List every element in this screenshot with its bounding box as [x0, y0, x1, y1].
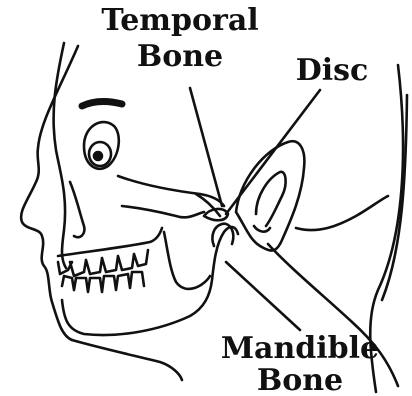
pupil	[94, 152, 102, 160]
mandible-ramus	[164, 232, 210, 289]
nasal-line	[70, 182, 84, 237]
throat-line	[72, 340, 182, 380]
ear-canal	[254, 226, 270, 232]
ear-inner	[256, 172, 286, 226]
face-profile	[21, 46, 78, 340]
temporal-bone-label-line1: Temporal	[101, 3, 258, 38]
mandible-bone-label-line2: Bone	[257, 363, 343, 396]
mandible-bone-label-line1: Mandible	[221, 331, 379, 366]
occipital-line	[296, 196, 388, 230]
maxilla	[58, 228, 162, 256]
cheekbone	[122, 206, 204, 217]
temporal-bone-label-line2: Bone	[137, 39, 223, 74]
brow-ridge	[82, 102, 122, 106]
temporal-bone-callout-line	[190, 88, 222, 206]
disc-callout-line	[226, 90, 320, 214]
eye-orbit	[84, 122, 119, 169]
mandible-bone-callout-line	[226, 262, 300, 330]
disc-label: Disc	[296, 53, 369, 88]
